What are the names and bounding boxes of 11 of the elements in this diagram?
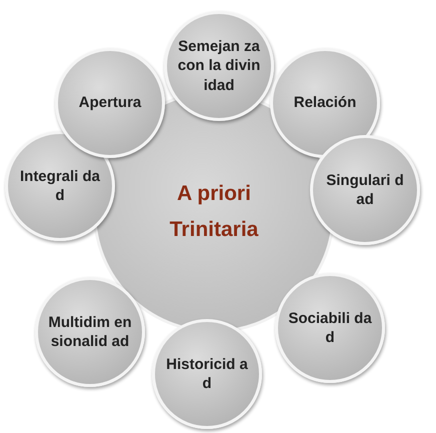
concept-label: Sociabili dad [288, 308, 372, 348]
concept-label: Singulari dad [325, 170, 405, 210]
concept-label: Integrali dad [18, 166, 102, 206]
concept-label: Semejan za con la divinidad [177, 36, 261, 96]
concept-label: Apertura [78, 93, 142, 113]
concept-label: Relación [292, 93, 358, 113]
concept-circle [152, 319, 262, 429]
center-title: A priori Trinitaria [168, 181, 260, 243]
concept-label: Multidim ensionalid ad [48, 312, 132, 352]
concept-label: Historicid ad [165, 354, 249, 394]
concept-circle [164, 11, 274, 121]
